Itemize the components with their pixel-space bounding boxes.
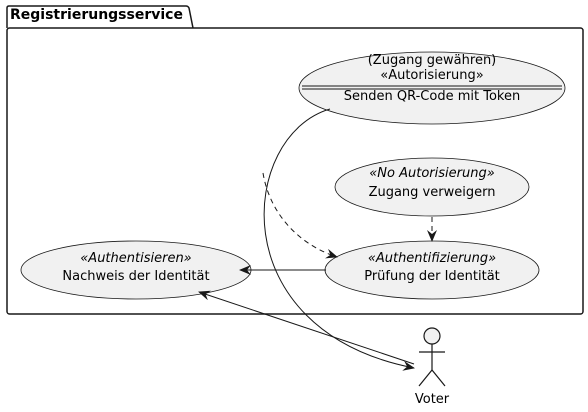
usecase-grant-stereotype: «Autorisierung» xyxy=(380,68,484,83)
usecase-prove-stereotype: «Authentisieren» xyxy=(80,251,192,266)
grant-to-voter-arrow xyxy=(263,108,415,371)
usecase-deny-stereotype: «No Autorisierung» xyxy=(369,166,495,181)
usecase-verify-name: Prüfung der Identität xyxy=(364,269,500,284)
dashed-grant-to-verify xyxy=(262,172,338,259)
package-frame xyxy=(6,27,584,315)
usecase-deny-ellipse[interactable] xyxy=(334,157,530,217)
actor-right-leg xyxy=(431,369,446,387)
usecase-deny-name: Zugang verweigern xyxy=(368,185,496,200)
usecase-grant-name: (Zugang gewähren) xyxy=(367,53,497,68)
usecase-grant-separator-text: Senden QR-Code mit Token xyxy=(343,89,521,104)
package-tab xyxy=(6,5,194,29)
actor-voter-figure[interactable] xyxy=(418,327,446,387)
actor-voter-label: Voter xyxy=(414,392,450,407)
voter-to-prove-arrow xyxy=(198,290,415,365)
usecase-prove-name: Nachweis der Identität xyxy=(62,269,210,284)
actor-left-leg xyxy=(418,369,433,387)
actor-head xyxy=(423,327,441,345)
usecase-grant-ellipse[interactable] xyxy=(298,51,566,125)
package-title: Registrierungsservice xyxy=(10,7,183,23)
usecase-verify-stereotype: «Authentifizierung» xyxy=(367,251,497,266)
